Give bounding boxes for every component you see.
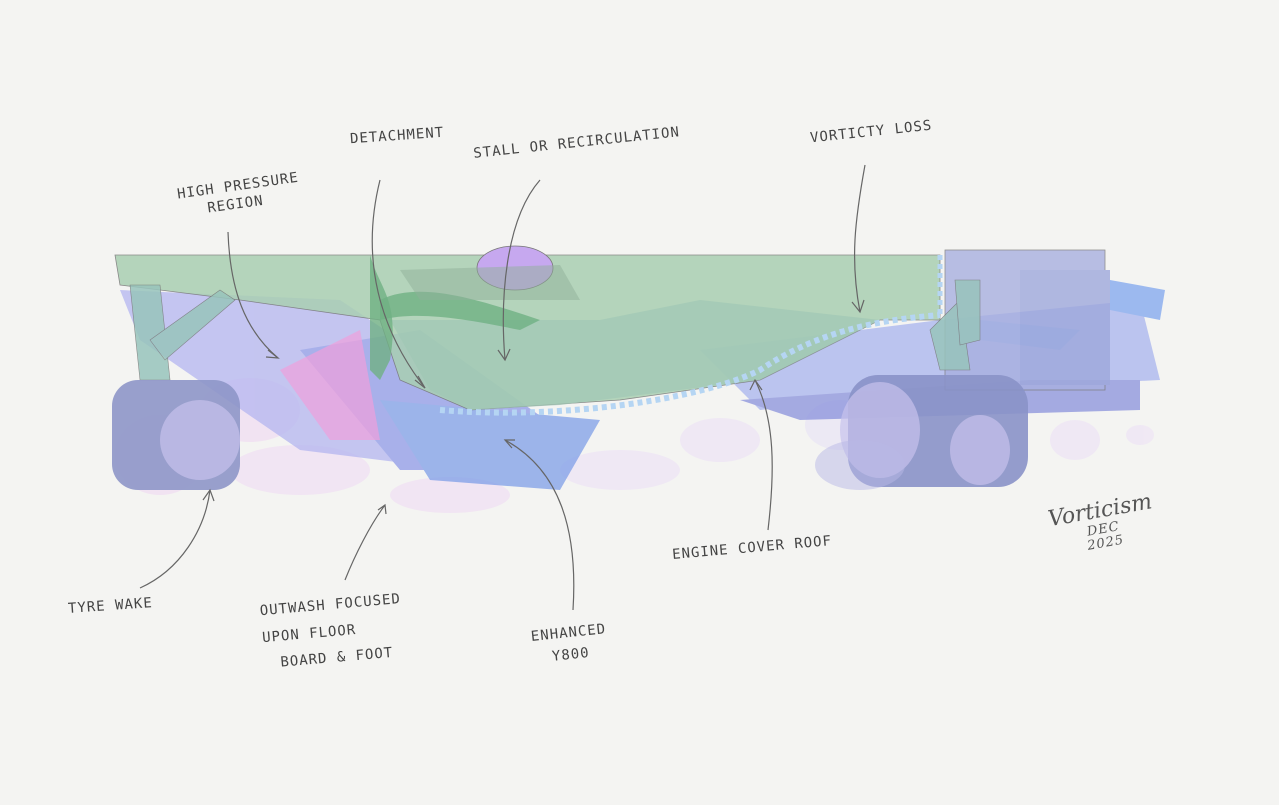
rear-structure bbox=[944, 249, 1110, 391]
suspension-struts bbox=[129, 279, 981, 381]
arrow-stall bbox=[502, 179, 541, 361]
arrow-high-pressure bbox=[227, 231, 279, 359]
wheels bbox=[112, 375, 1028, 490]
arrow-vorticity bbox=[853, 164, 866, 313]
arrow-enhanced bbox=[504, 439, 575, 611]
arrow-heads bbox=[202, 299, 865, 515]
arrow-detachment bbox=[371, 179, 426, 389]
floor-edge-dashed bbox=[439, 312, 941, 416]
arrow-outwash bbox=[344, 504, 386, 581]
floor-body bbox=[114, 245, 941, 411]
label-enhanced: ENHANCED Y800 bbox=[530, 621, 607, 666]
label-outwash: OUTWASH FOCUSED UPON FLOOR BOARD & FOOT bbox=[259, 590, 402, 671]
arrow-engine-cover bbox=[754, 379, 773, 531]
annotation-arrows bbox=[139, 164, 866, 611]
high-pressure-region bbox=[280, 330, 380, 440]
arrow-tyre-wake bbox=[139, 489, 211, 589]
